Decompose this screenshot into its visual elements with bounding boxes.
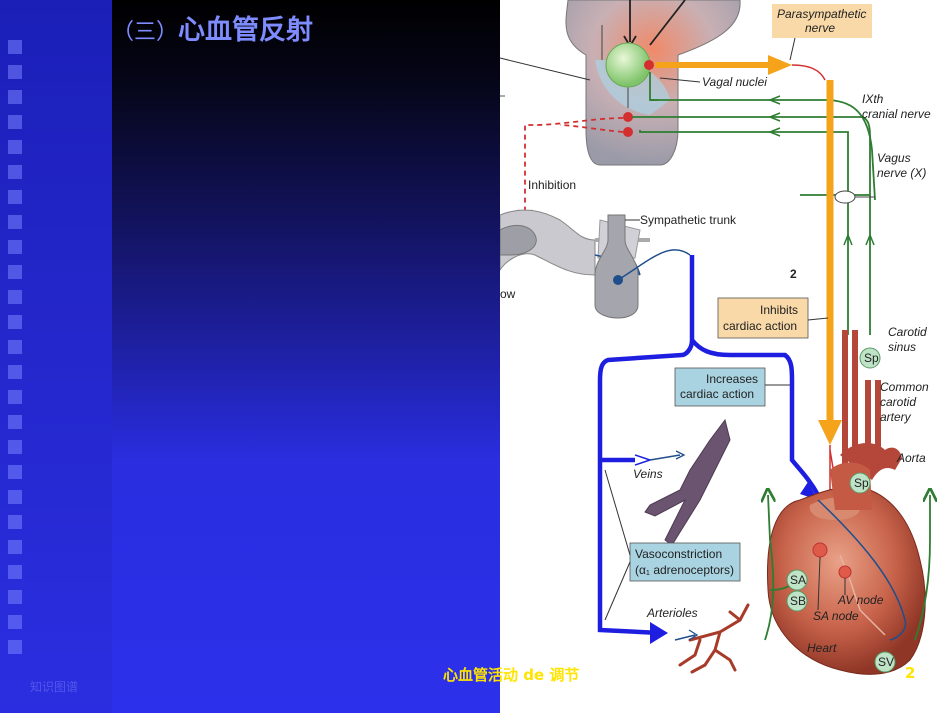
decorative-square bbox=[8, 315, 22, 329]
decorative-square bbox=[8, 115, 22, 129]
decorative-square bbox=[8, 490, 22, 504]
label-ixth: IXth bbox=[862, 92, 884, 106]
decorative-square bbox=[8, 465, 22, 479]
svg-text:Increases: Increases bbox=[706, 372, 758, 386]
decorative-square bbox=[8, 240, 22, 254]
label-vagus-nerve: nerve (X) bbox=[877, 166, 926, 180]
descending-arrow bbox=[649, 0, 686, 46]
nerve-junction bbox=[834, 190, 856, 204]
decorative-square bbox=[8, 440, 22, 454]
svg-text:SV: SV bbox=[878, 655, 894, 669]
label-cranial-nerve: cranial nerve bbox=[862, 107, 931, 121]
label-vagus: Vagus bbox=[877, 151, 911, 165]
footer-text: 心血管活动 de 调节 bbox=[443, 666, 580, 684]
label-vagal-nuclei: Vagal nuclei bbox=[702, 75, 767, 89]
increases-label-box: Increases cardiac action bbox=[674, 367, 790, 407]
ghost-watermark-text: 知识图谱 bbox=[30, 680, 79, 694]
svg-text:Sp: Sp bbox=[864, 351, 879, 365]
label-veins: Veins bbox=[633, 467, 663, 481]
av-node-dot bbox=[838, 565, 852, 579]
label-heart: Heart bbox=[807, 641, 837, 655]
decorative-square bbox=[8, 365, 22, 379]
svg-text:SA: SA bbox=[790, 573, 806, 587]
parasympathetic-pathway bbox=[655, 55, 846, 541]
slide-title: （三）心血管反射 bbox=[112, 8, 313, 47]
decorative-square bbox=[8, 65, 22, 79]
label-carotid: Carotid bbox=[888, 325, 927, 339]
arterioles-illustration bbox=[678, 603, 750, 674]
sympathetic-ganglion bbox=[594, 214, 639, 319]
svg-text:(α₁ adrenoceptors): (α₁ adrenoceptors) bbox=[635, 563, 734, 577]
title-prefix: （三） bbox=[112, 20, 179, 45]
decorative-square bbox=[8, 540, 22, 554]
vasoconstriction-label-box: Vasoconstriction (α₁ adrenoceptors) bbox=[604, 469, 741, 621]
decorative-square bbox=[8, 640, 22, 654]
decorative-square bbox=[8, 40, 22, 54]
label-arterioles: Arterioles bbox=[646, 606, 698, 620]
receptor-sp-carotid: Sp bbox=[859, 347, 881, 369]
svg-text:Parasympathetic: Parasympathetic bbox=[777, 7, 866, 21]
inhibits-label-box: Inhibits cardiac action bbox=[717, 297, 829, 339]
receptor-sp-aorta: Sp bbox=[849, 472, 871, 494]
pointer-line bbox=[500, 57, 591, 81]
label-av-node: AV node bbox=[837, 593, 884, 607]
vagal-nucleus bbox=[605, 42, 651, 88]
label-sa-node: SA node bbox=[813, 609, 859, 623]
reflex-diagram: Sp Sp SA SB SV Parasympathetic bbox=[500, 0, 950, 713]
svg-text:cardiac action: cardiac action bbox=[723, 319, 797, 333]
label-common: Common bbox=[880, 380, 929, 394]
page-number: 2 bbox=[905, 664, 916, 682]
decorative-square bbox=[8, 265, 22, 279]
diagram-svg: Sp Sp SA SB SV Parasympathetic bbox=[500, 0, 950, 675]
label-sympathetic-trunk: Sympathetic trunk bbox=[640, 213, 737, 227]
neuron-dot bbox=[623, 112, 633, 122]
svg-text:Sp: Sp bbox=[854, 476, 869, 490]
decorative-square bbox=[8, 290, 22, 304]
decorative-square bbox=[8, 390, 22, 404]
label-artery: artery bbox=[880, 410, 912, 424]
receptor-sa: SA bbox=[786, 569, 808, 591]
label-number-2: 2 bbox=[790, 267, 797, 281]
sympathetic-pathway bbox=[597, 255, 820, 636]
decorative-left-strip bbox=[0, 0, 112, 713]
parasympathetic-label-box: Parasympathetic nerve bbox=[772, 4, 872, 61]
decorative-square bbox=[8, 140, 22, 154]
svg-text:SB: SB bbox=[790, 594, 806, 608]
receptor-sb: SB bbox=[786, 590, 808, 612]
neuron-dot bbox=[644, 60, 654, 70]
label-sinus: sinus bbox=[888, 340, 916, 354]
label-carotid-2: carotid bbox=[880, 395, 916, 409]
decorative-square bbox=[8, 565, 22, 579]
decorative-square bbox=[8, 165, 22, 179]
decorative-square bbox=[8, 190, 22, 204]
svg-text:Inhibits: Inhibits bbox=[760, 303, 798, 317]
svg-text:cardiac action: cardiac action bbox=[680, 387, 754, 401]
decorative-square bbox=[8, 340, 22, 354]
decorative-square bbox=[8, 90, 22, 104]
svg-text:Vasoconstriction: Vasoconstriction bbox=[635, 547, 722, 561]
label-aorta: Aorta bbox=[896, 451, 926, 465]
decorative-square bbox=[8, 215, 22, 229]
sa-node-dot bbox=[812, 542, 828, 558]
decorative-square bbox=[8, 590, 22, 604]
svg-text:nerve: nerve bbox=[805, 21, 835, 35]
title-text: 心血管反射 bbox=[178, 15, 314, 46]
label-inhibition: Inhibition bbox=[528, 178, 576, 192]
label-ow: ow bbox=[500, 287, 516, 301]
neuron-dot bbox=[623, 127, 633, 137]
decorative-square bbox=[8, 515, 22, 529]
vein-illustration bbox=[644, 418, 731, 546]
decorative-square bbox=[8, 415, 22, 429]
receptor-sv: SV bbox=[874, 651, 896, 673]
decorative-square bbox=[8, 615, 22, 629]
